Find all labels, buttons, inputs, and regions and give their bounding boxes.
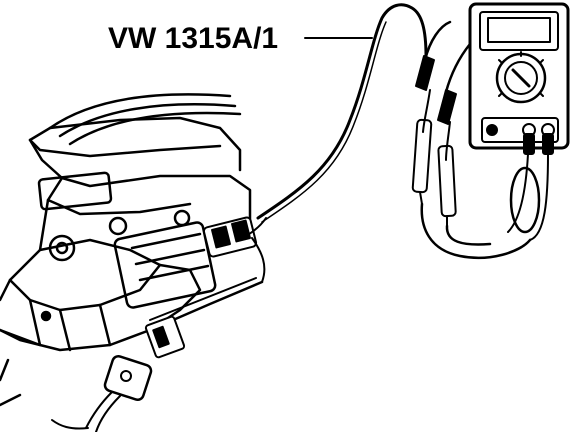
tool-callout-label: VW 1315A/1: [108, 22, 278, 55]
test-probe-icon: [411, 20, 532, 260]
adapter-cable-icon: [256, 3, 428, 223]
connector-plug-icon: [144, 216, 267, 359]
harness-plug-icon: [51, 355, 153, 432]
engine-block-icon: [0, 93, 252, 407]
multimeter-icon: [468, 2, 570, 241]
